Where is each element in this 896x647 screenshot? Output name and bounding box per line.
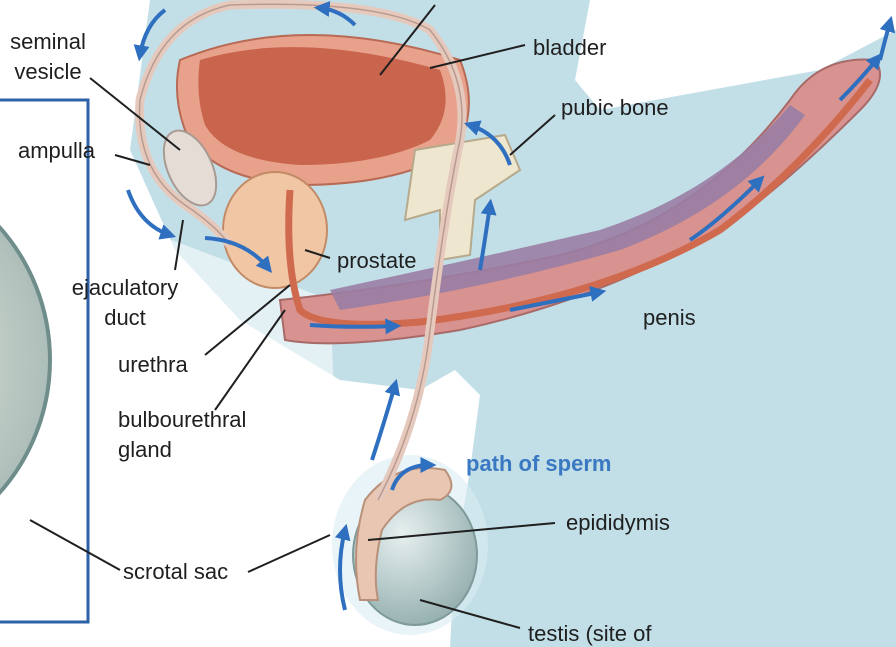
prostate-gland — [222, 171, 328, 289]
label-urethra: urethra — [118, 352, 188, 377]
label-epididymis: epididymis — [566, 510, 670, 535]
label-bulbourethral-gland-line2: gland — [118, 437, 172, 462]
label-seminal-vesicle: seminal vesicle — [2, 27, 94, 87]
flow-arrow-icon — [309, 318, 402, 335]
label-penis: penis — [643, 305, 696, 330]
inset-frame — [0, 98, 90, 624]
pubic-bone — [403, 133, 522, 262]
label-seminal-vesicle-line1: seminal — [10, 29, 86, 54]
label-seminal-vesicle-line2: vesicle — [14, 59, 82, 84]
flow-arrow-icon — [838, 53, 883, 102]
flow-arrow-icon — [478, 198, 497, 271]
flow-arrow-icon — [370, 378, 401, 461]
label-bulbourethral-gland-line1: bulbourethral — [118, 407, 247, 432]
label-path-of-sperm: path of sperm — [466, 451, 612, 476]
label-bladder: bladder — [533, 35, 607, 60]
label-scrotal-sac: scrotal sac — [123, 559, 229, 584]
label-prostate: prostate — [337, 248, 417, 273]
flow-arrow-icon — [126, 189, 177, 240]
urethra-tube — [285, 77, 873, 328]
flow-arrow-icon — [463, 120, 512, 166]
flow-arrow-icon — [133, 8, 167, 62]
flow-arrows — [126, 0, 896, 611]
label-testis: testis (site of — [528, 621, 652, 646]
label-ejaculatory-duct-line1: ejaculatory — [71, 275, 179, 300]
bladder-interior — [198, 47, 446, 166]
flow-arrow-icon — [204, 236, 273, 273]
spongy-tissue — [330, 105, 805, 310]
flow-arrow-icon — [509, 286, 607, 312]
label-pubic-bone: pubic bone — [561, 95, 669, 120]
flow-arrow-icon — [313, 0, 357, 27]
label-ejaculatory-duct-line2: duct — [104, 305, 146, 330]
leader-lines — [29, 4, 556, 629]
flow-arrow-icon — [334, 523, 351, 611]
flow-arrow-icon — [390, 457, 437, 491]
label-ampulla: ampulla — [18, 138, 96, 163]
seminal-vesicle — [162, 129, 218, 207]
label-ejaculatory-duct: ejaculatory duct — [60, 273, 190, 333]
flow-arrow-icon — [878, 15, 896, 61]
flow-arrow-icon — [688, 175, 765, 242]
magnify-beam — [0, 175, 345, 640]
vas-deferens-outline — [138, 3, 463, 501]
label-bulbourethral-gland: bulbourethral gland — [118, 405, 246, 465]
inset-testis-section — [0, 224, 52, 496]
